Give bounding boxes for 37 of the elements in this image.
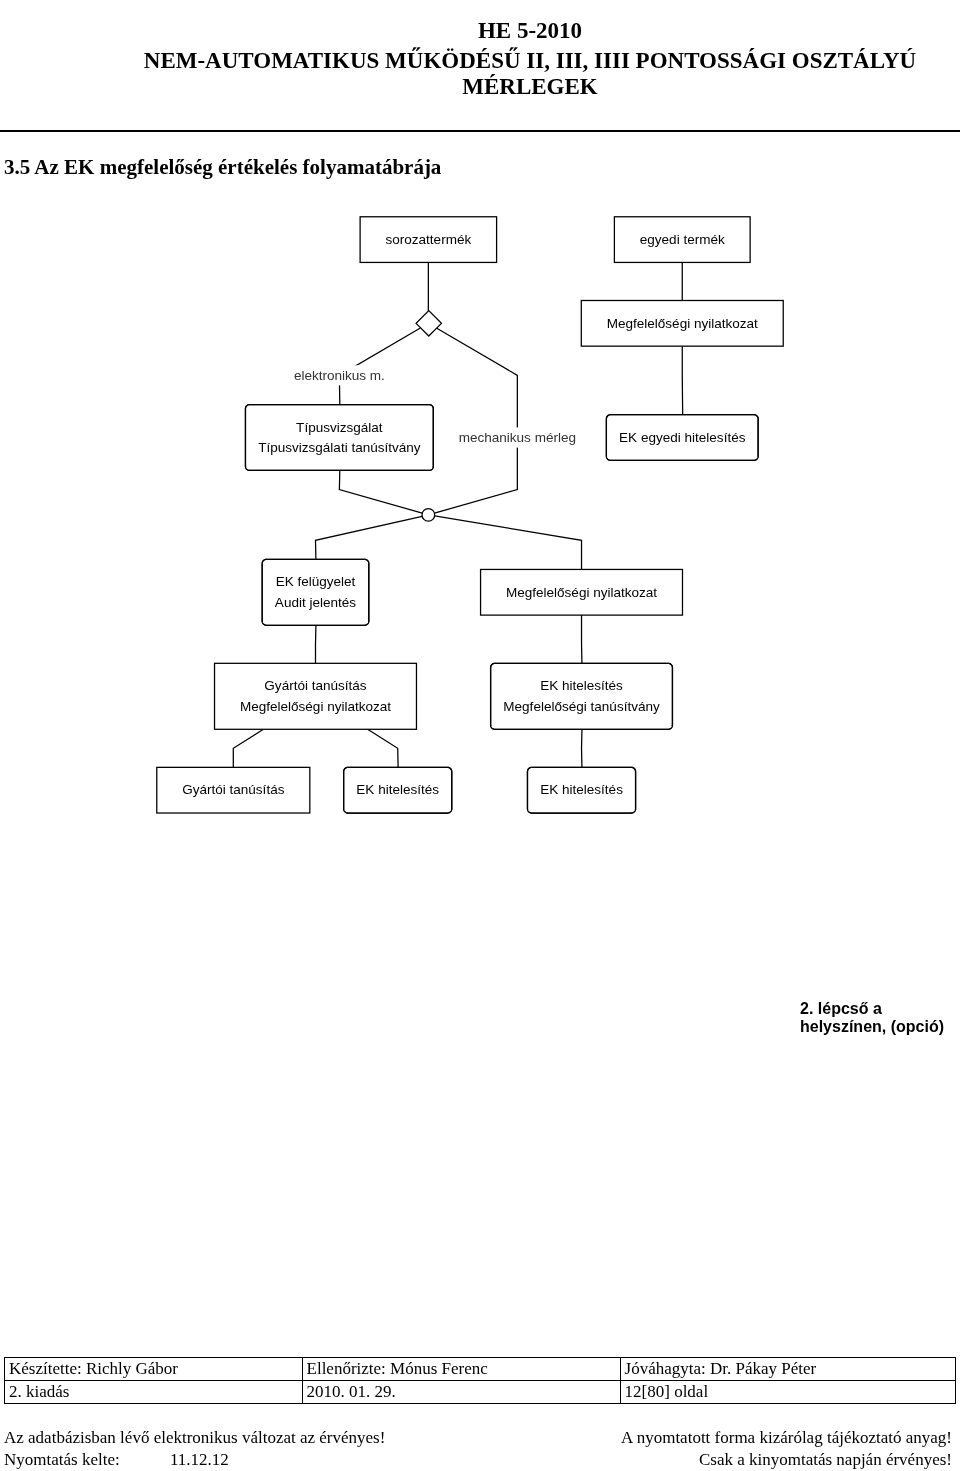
- edge-label: elektronikus m.: [293, 367, 385, 383]
- footer-note: Az adatbázisban lévő elektronikus változat az érvényes!: [4, 1428, 386, 1448]
- node-box: Megfelelőségi nyilatkozat: [479, 568, 684, 616]
- footer-note: Csak a kinyomtatás napján érvényes!: [698, 1450, 952, 1470]
- connector: [314, 625, 317, 664]
- print-date-label: Nyomtatás kelte:: [4, 1450, 120, 1470]
- document-code: HE 5-2010: [476, 18, 584, 44]
- node-box: sorozattermék: [359, 216, 498, 264]
- node-circle: [421, 507, 436, 522]
- node-diamond: [415, 309, 443, 337]
- node-box: Megfelelőségi nyilatkozat: [580, 299, 784, 347]
- table-cell: 2010. 01. 29.: [302, 1380, 621, 1404]
- table-cell: Jóváhagyta: Dr. Pákay Péter: [620, 1357, 956, 1381]
- footer-note: A nyomtatott forma kizárólag tájékoztató anyag!: [621, 1428, 952, 1448]
- connector: [232, 728, 264, 768]
- connector: [314, 515, 423, 561]
- node-box: egyedi termék: [613, 216, 751, 264]
- node-box: Gyártói tanúsítás: [156, 766, 311, 814]
- connector: [433, 515, 583, 571]
- connector: [427, 261, 429, 312]
- table-cell: 2. kiadás: [4, 1380, 303, 1404]
- table-cell: 12[80] oldal: [620, 1380, 956, 1404]
- table-cell: Ellenőrizte: Mónus Ferenc: [302, 1357, 621, 1381]
- table-cell: Készítette: Richly Gábor: [4, 1357, 303, 1381]
- connector: [580, 614, 583, 665]
- print-date: 11.12.12: [170, 1450, 229, 1470]
- connector: [580, 729, 583, 769]
- connector: [681, 261, 683, 302]
- document-title: NEM-AUTOMATIKUS MŰKÖDÉSŰ II, III, IIII PONTOSSÁGI OSZTÁLYÚ MÉRLEGEK: [142, 48, 918, 100]
- node-box: Gyártói tanúsítás Megfelelőségi nyilatkozat: [213, 662, 418, 730]
- section-title: 3.5 Az EK megfelelőség értékelés folyamatábrája: [4, 155, 442, 180]
- connector: [681, 345, 684, 416]
- connector: [338, 470, 423, 514]
- side-note: 2. lépcső a helyszínen, (opció): [800, 1000, 945, 1036]
- edge-label: mechanikus mérleg: [458, 429, 576, 445]
- connector: [367, 728, 399, 769]
- connector: [433, 327, 518, 514]
